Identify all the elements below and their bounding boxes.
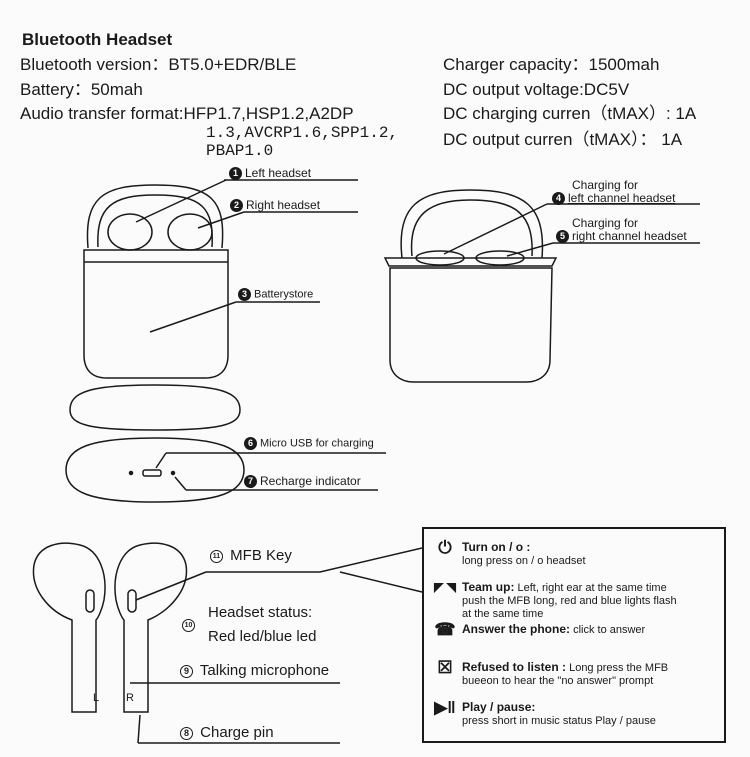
callout-number: 2 xyxy=(230,199,243,213)
spec-dc-output-current: DC output curren（tMAX）： 1A xyxy=(443,130,683,149)
earbud-left xyxy=(32,542,106,713)
callout-talking-microphone: 9 Talking microphone xyxy=(180,662,329,679)
callout-label: left channel headset xyxy=(568,191,676,205)
callout-headset-status-line1: Headset status: xyxy=(208,604,313,621)
spec-audio-format-line3: PBAP1.0 xyxy=(206,142,274,160)
callout-label: Right headset xyxy=(246,198,321,212)
callout-number: 3 xyxy=(238,288,251,301)
callout-number: 5 xyxy=(556,230,569,244)
callout-headset-status-line2: Red led/blue led xyxy=(208,628,317,645)
function-guide-box: ⏻ Turn on / o :long press on / o headset… xyxy=(422,527,726,743)
spec-dc-charging-current: DC charging curren（tMAX）: 1A xyxy=(443,104,697,123)
phone-icon: ☎ xyxy=(434,620,456,639)
earbud-right-mark: R xyxy=(126,692,134,704)
callout-label: Batterystore xyxy=(254,288,314,301)
spec-audio-format-line2: 1.3,AVCRP1.6,SPP1.2, xyxy=(206,124,399,142)
page-title: Bluetooth Headset xyxy=(22,30,173,49)
spec-dc-output-voltage: DC output voltage:DC5V xyxy=(443,80,630,99)
function-desc: push the MFB long, red and blue lights f… xyxy=(462,595,677,607)
function-desc: Long press the MFB xyxy=(569,662,669,674)
play-pause-icon: ▶‖ xyxy=(434,698,456,717)
callout-number: 11 xyxy=(210,549,223,563)
callout-charging-right-line1: Charging for xyxy=(572,216,639,230)
charging-case-open xyxy=(400,189,544,259)
callout-label: Talking microphone xyxy=(199,662,330,679)
callout-label: Recharge indicator xyxy=(260,474,361,488)
callout-number: 6 xyxy=(244,437,257,450)
function-desc: press short in music status Play / pause xyxy=(462,715,656,727)
function-desc: bueeon to hear the "no answer" prompt xyxy=(462,675,654,687)
earbud-right xyxy=(114,542,188,713)
team-up-icon: ◤ ◥ xyxy=(434,580,456,594)
function-title: Play / pause: xyxy=(462,700,536,714)
callout-number: 9 xyxy=(180,664,193,678)
case-lid-bottom xyxy=(69,384,241,431)
function-title: Answer the phone: xyxy=(462,622,571,636)
spec-battery: Battery：50mah xyxy=(20,80,143,99)
hangup-icon: ☒ xyxy=(437,658,453,677)
callout-label: right channel headset xyxy=(572,229,687,243)
callout-charging-left-line1: Charging for xyxy=(572,178,639,192)
battery-case-body xyxy=(83,249,229,379)
callout-number: 4 xyxy=(552,192,565,206)
callout-number: 7 xyxy=(244,475,257,489)
spec-audio-format: Audio transfer format:HFP1.7,HSP1.2,A2DP xyxy=(20,104,354,123)
function-desc: at the same time xyxy=(462,608,544,620)
power-icon: ⏻ xyxy=(438,538,452,557)
function-title: Turn on / o : xyxy=(462,540,531,554)
callout-mfb-key: 11 MFB Key xyxy=(210,547,292,564)
spec-bluetooth-version: Bluetooth version：BT5.0+EDR/BLE xyxy=(20,55,297,74)
callout-charge-pin: 8 Charge pin xyxy=(180,724,274,741)
spec-charger-capacity: Charger capacity：1500mah xyxy=(443,55,660,74)
callout-label: Micro USB for charging xyxy=(260,437,374,450)
earbud-left-mark: L xyxy=(93,692,100,704)
earbud-right-in-case xyxy=(167,213,213,251)
micro-usb-port xyxy=(142,469,162,477)
function-title: Team up: xyxy=(462,580,515,594)
callout-number: 1 xyxy=(229,167,242,181)
callout-label: MFB Key xyxy=(230,547,292,564)
earbud-left-in-case xyxy=(107,213,153,251)
callout-number: 8 xyxy=(180,726,193,740)
function-desc: long press on / o headset xyxy=(462,555,586,567)
callout-number: 10 xyxy=(182,619,195,632)
callout-label: Left headset xyxy=(245,166,312,180)
function-desc: Left, right ear at the same time xyxy=(517,582,667,594)
case-lid-open xyxy=(86,184,224,249)
function-desc: click to answer xyxy=(573,624,646,636)
function-title: Refused to listen : xyxy=(462,660,567,674)
recharge-indicator-led xyxy=(170,470,176,476)
callout-label: Charge pin xyxy=(200,724,274,741)
case-base-bottom xyxy=(65,437,245,503)
